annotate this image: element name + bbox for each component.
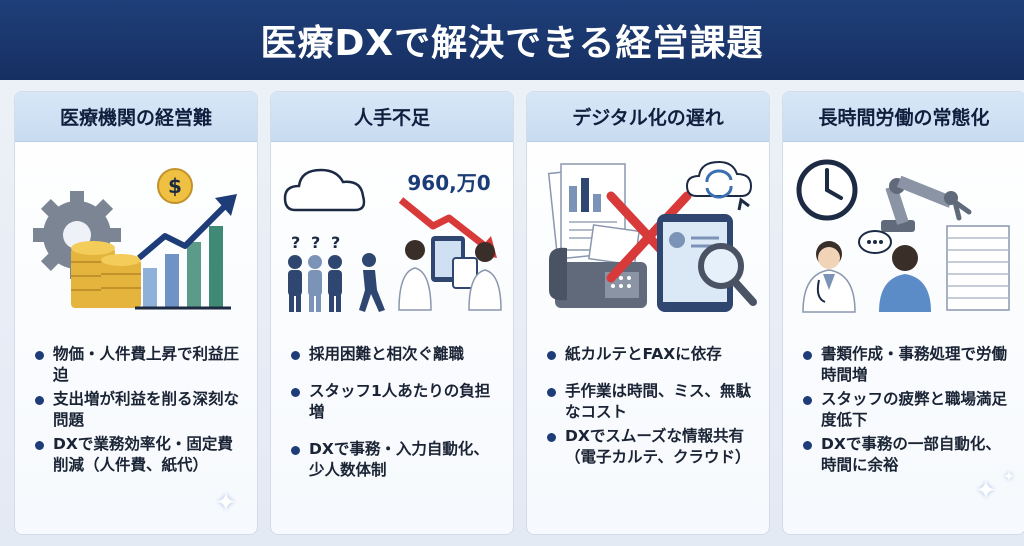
bullet-list: 物価・人件費上昇で利益圧迫 支出増が利益を削る深刻な問題 DXで業務効率化・固定… bbox=[33, 344, 247, 479]
bullet-list: 採用困難と相次ぐ離職 スタッフ1人あたりの負担増 DXで事務・入力自動化、少人数… bbox=[289, 344, 503, 497]
bullet-list: 紙カルテとFAXに依存 手作業は時間、ミス、無駄なコスト DXでスムーズな情報共… bbox=[545, 344, 759, 484]
bullet-item: 採用困難と相次ぐ離職 bbox=[289, 344, 503, 365]
card-heading: 長時間労働の常態化 bbox=[818, 107, 990, 129]
bullet-item: 紙カルテとFAXに依存 bbox=[545, 344, 759, 365]
paper-stack-icon bbox=[946, 225, 1010, 311]
dollar-coin-icon: $ bbox=[157, 168, 193, 204]
svg-text:?: ? bbox=[311, 233, 320, 252]
bullet-item: DXで業務効率化・固定費削減（人件費、紙代） bbox=[33, 434, 247, 476]
card-grid: 医療機関の経営難 bbox=[14, 91, 1024, 535]
bullet-item: DXで事務の一部自動化、時間に余裕 bbox=[801, 434, 1015, 476]
speech-bubble-icon bbox=[858, 230, 892, 254]
falling-number-label: 960,万0 bbox=[407, 171, 490, 195]
long-hours-illustration bbox=[796, 159, 1010, 313]
card-heading-bar: 人手不足 bbox=[271, 92, 513, 142]
staff-with-tablet-icon bbox=[398, 236, 502, 311]
magnifier-icon bbox=[698, 243, 757, 306]
clock-icon bbox=[796, 159, 858, 221]
fax-machine-icon bbox=[549, 224, 647, 308]
bullet-item: DXで事務・入力自動化、少人数体制 bbox=[289, 439, 503, 481]
doctor-icon bbox=[802, 241, 856, 313]
question-marks: ??? bbox=[291, 233, 340, 252]
svg-text:$: $ bbox=[168, 174, 182, 198]
bullet-item: 手作業は時間、ミス、無駄なコスト bbox=[545, 381, 759, 423]
card-heading: 医療機関の経営難 bbox=[59, 107, 212, 129]
bullet-item: 物価・人件費上昇で利益圧迫 bbox=[33, 344, 247, 386]
header-banner: 医療DXで解決できる経営課題 bbox=[0, 0, 1024, 80]
sparkle-icon: ✦ bbox=[215, 488, 237, 518]
sparkle-icon: ✦ bbox=[1003, 469, 1015, 485]
coin-stack-icon bbox=[71, 241, 141, 308]
page-title: 医療DXで解決できる経営課題 bbox=[260, 23, 764, 64]
cloud-sync-icon bbox=[685, 160, 753, 211]
sparkle-icon: ✦ bbox=[975, 476, 997, 506]
digitalization-delay-illustration bbox=[547, 160, 757, 312]
card-heading-bar: 医療機関の経営難 bbox=[15, 92, 257, 142]
staff-back-icon bbox=[879, 245, 931, 312]
labor-shortage-illustration: 960,万0 ??? bbox=[283, 168, 502, 312]
rising-arrow-icon bbox=[137, 194, 237, 261]
bullet-list: 書類作成・事務処理で労働時間増 スタッフの疲弊と職場満足度低下 DXで事務の一部… bbox=[801, 344, 1015, 479]
card-heading: 人手不足 bbox=[353, 107, 430, 129]
bullet-item: DXでスムーズな情報共有（電子カルテ、クラウド） bbox=[545, 426, 759, 468]
card-management-difficulty: 医療機関の経営難 bbox=[14, 91, 258, 535]
people-group-icon bbox=[288, 255, 342, 312]
robot-arm-icon bbox=[881, 175, 972, 232]
card-heading-bar: デジタル化の遅れ bbox=[527, 92, 769, 142]
bullet-item: 書類作成・事務処理で労働時間増 bbox=[801, 344, 1015, 386]
card-digitalization-delay: デジタル化の遅れ bbox=[526, 91, 770, 535]
svg-text:?: ? bbox=[331, 233, 340, 252]
bullet-item: スタッフ1人あたりの負担増 bbox=[289, 381, 503, 423]
bullet-item: 支出増が利益を削る深刻な問題 bbox=[33, 389, 247, 431]
gears-coins-chart-illustration: $ bbox=[33, 168, 237, 310]
card-labor-shortage: 人手不足 960,万0 ??? bbox=[270, 91, 514, 535]
card-heading-bar: 長時間労働の常態化 bbox=[783, 92, 1024, 142]
walking-person-icon bbox=[359, 253, 385, 312]
svg-text:?: ? bbox=[291, 233, 300, 252]
bar-chart-icon bbox=[135, 226, 231, 310]
cloud-icon bbox=[283, 168, 366, 212]
card-heading: デジタル化の遅れ bbox=[572, 107, 724, 129]
card-long-working-hours: 長時間労働の常態化 bbox=[782, 91, 1024, 535]
bullet-item: スタッフの疲弊と職場満足度低下 bbox=[801, 389, 1015, 431]
